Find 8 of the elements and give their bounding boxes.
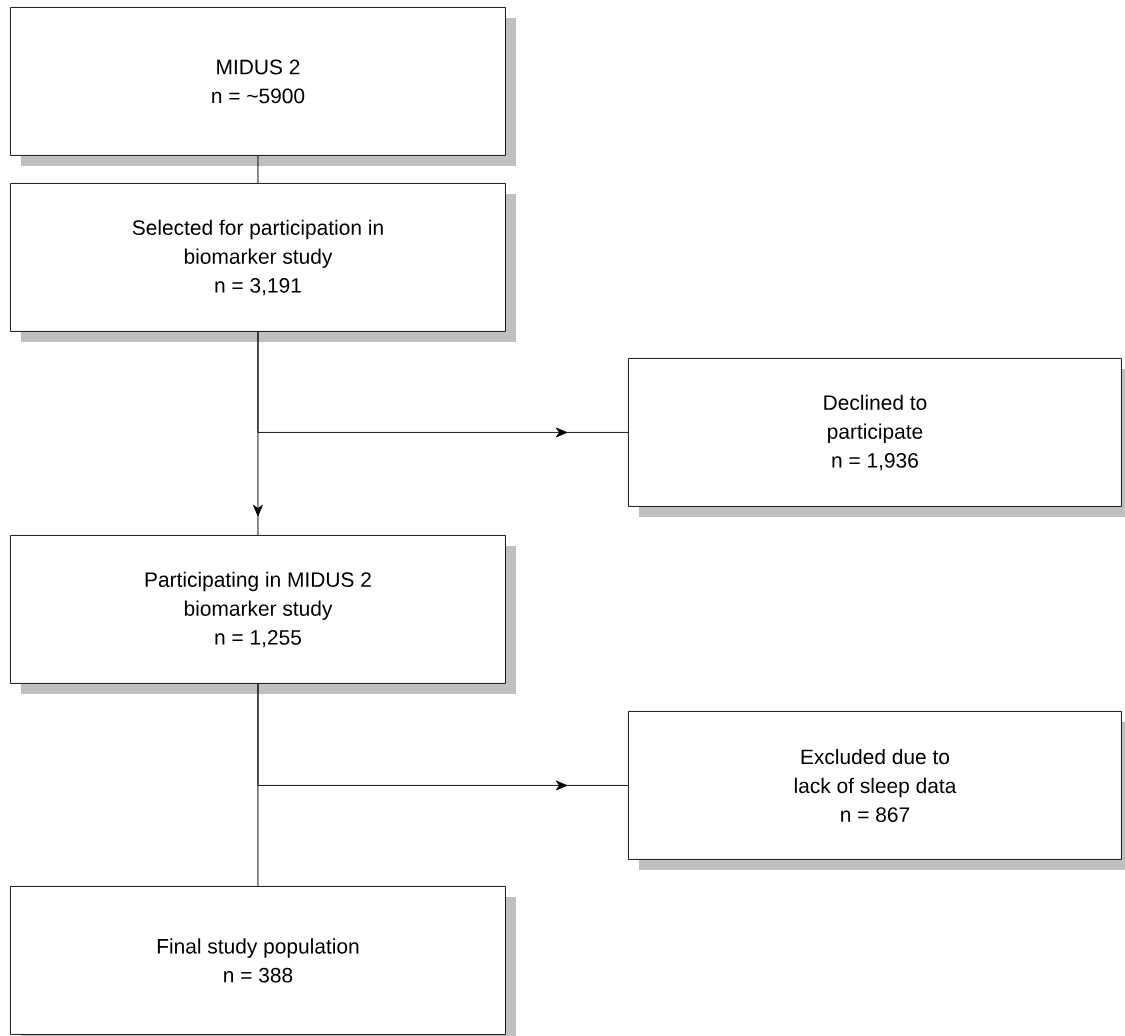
process-box: Excluded due to lack of sleep data n = 867	[628, 711, 1125, 870]
process-box: Participating in MIDUS 2 biomarker study n = 1,255	[10, 535, 516, 694]
process-box: Selected for participation in biomarker study n = 3,191	[10, 183, 516, 342]
arrow	[257, 683, 629, 791]
process-box: Declined to participate n = 1,936	[628, 358, 1125, 517]
process-box: Final study population n = 388	[10, 886, 516, 1036]
arrow	[257, 331, 629, 438]
process-box: MIDUS 2 n = ~5900	[10, 7, 516, 166]
